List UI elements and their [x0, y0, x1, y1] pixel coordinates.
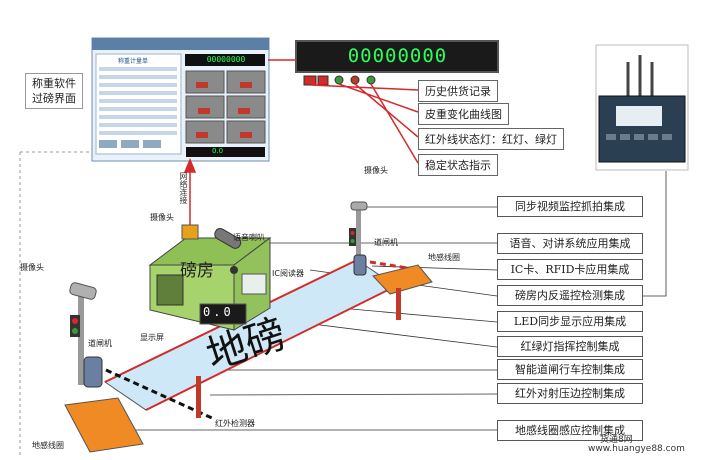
ir-detector-label: 红外检测器	[215, 419, 255, 428]
loop-right-label: 地感线圈	[428, 253, 460, 262]
camera-booth-label: 摄像头	[150, 213, 174, 222]
right-label-led: LED同步显示应用集成	[497, 311, 643, 332]
booth-camera	[181, 224, 242, 249]
gate-left-label: 道闸机	[88, 339, 112, 348]
loop-coil-left	[64, 397, 144, 453]
camera-left-label: 摄像头	[20, 263, 44, 272]
boundary-dashed-line	[19, 151, 92, 456]
software-screenshot	[91, 37, 270, 162]
controller-device	[595, 44, 689, 171]
loop-coil-right	[372, 264, 433, 295]
right-traffic-pole	[349, 201, 368, 276]
right-label-traffic-light: 红绿灯指挥控制集成	[497, 336, 643, 357]
display-screen-label: 显示屏	[140, 333, 164, 342]
small-readout: 00000000	[206, 55, 246, 64]
screen-bottom-readout: 0.0	[212, 147, 224, 155]
right-label-infrared-beam: 红外对射压边控制集成	[497, 383, 643, 404]
feature-label-infrared-lights: 红外线状态灯：红灯、绿灯	[418, 128, 564, 150]
speaker-label: 语音喇叭	[233, 233, 265, 242]
display-readout: 00000000	[347, 45, 448, 67]
left-traffic-pole	[69, 282, 103, 388]
camera-top-label: 摄像头	[364, 166, 388, 175]
loop-left-label: 地感线圈	[32, 441, 64, 450]
right-label-voice: 语音、对讲系统应用集成	[497, 233, 643, 254]
booth-text: 磅房	[180, 261, 214, 281]
infrared-posts	[196, 288, 401, 418]
gate-right-label: 道闸机	[374, 238, 398, 247]
callout-lines	[183, 59, 419, 235]
ic-reader-label: IC阅读器	[272, 269, 304, 278]
network-text: 网络连接	[179, 172, 188, 204]
feature-label-history: 历史供货记录	[418, 80, 498, 102]
right-label-ic-rfid: IC卡、RFID卡应用集成	[497, 259, 643, 280]
watermark-line1: 货通8网	[600, 435, 633, 445]
right-label-ground-loop: 地感线圈感应控制集成	[497, 420, 643, 441]
right-label-video: 同步视频监控抓拍集成	[497, 196, 643, 217]
watermark-line2: www.huangye88.com	[588, 444, 685, 454]
large-display-panel	[295, 40, 499, 86]
right-label-remote-detect: 磅房内反遥控检测集成	[497, 285, 643, 306]
right-label-barrier-gate: 智能道闸行车控制集成	[497, 359, 643, 380]
feature-label-stability: 稳定状态指示	[418, 154, 498, 176]
weighbridge-platform	[104, 259, 421, 420]
booth-display-readout: 0.0	[203, 305, 234, 319]
software-label: 称重软件 过磅界面	[25, 73, 83, 109]
screen-title: 称重计量单	[118, 58, 149, 65]
feature-label-tare-curve: 皮重变化曲线图	[418, 103, 509, 125]
